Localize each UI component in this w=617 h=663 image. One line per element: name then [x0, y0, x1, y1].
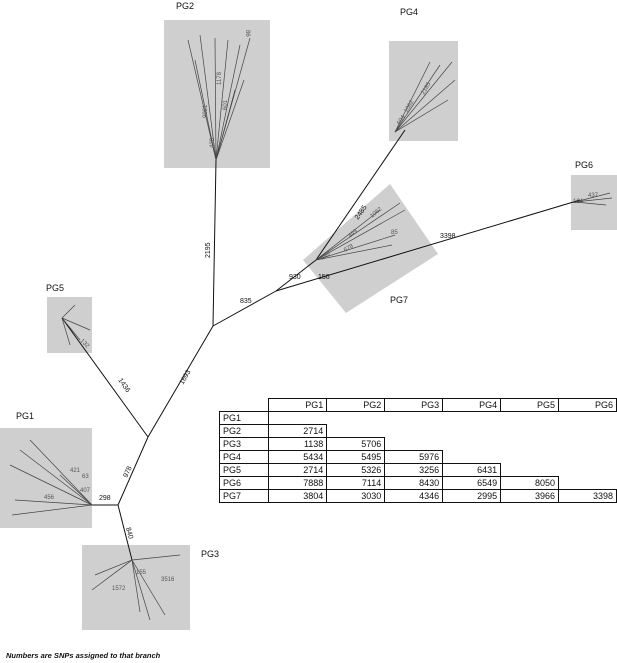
col-header-pg5: PG5: [500, 398, 560, 412]
row-label-pg2: PG2: [218, 424, 270, 438]
row-label-pg6: PG6: [218, 476, 270, 490]
footnote: Numbers are SNPs assigned to that branch: [6, 651, 161, 660]
branch-label-pg6-stem: 3398: [440, 233, 456, 240]
table-cell: 3804: [268, 489, 328, 503]
pg1-inner-4: 63: [82, 474, 89, 480]
row-label-pg4: PG4: [218, 450, 270, 464]
table-row: PG7 3804 3030 4346 2995 3966 3398: [218, 489, 617, 503]
pg1-leaves: [9, 439, 93, 516]
row-label-pg7: PG7: [218, 489, 270, 503]
pg2-inner-5: 86: [244, 30, 250, 37]
table-cell: 5434: [268, 450, 328, 464]
row-label-pg3: PG3: [218, 437, 270, 451]
table-row: PG4 5434 5495 5976: [218, 450, 617, 464]
pg6-inner-1: 124: [573, 199, 584, 205]
table-cell: 4346: [384, 489, 444, 503]
table-row: PG1: [218, 411, 617, 425]
snp-distance-table: PG1 PG2 PG3 PG4 PG5 PG6 PG1 PG2 2714 PG3…: [218, 398, 617, 503]
table-cell: 7114: [326, 476, 386, 490]
table-cell: 5326: [326, 463, 386, 477]
pg1-inner-2: 407: [80, 488, 91, 494]
table-cell: 3966: [500, 489, 560, 503]
pg7-leaves: [315, 202, 406, 261]
table-cell: 3398: [558, 489, 617, 503]
table-cell: 6549: [442, 476, 502, 490]
pg3-inner-1: 3516: [161, 577, 175, 583]
pg7-label: PG7: [390, 295, 408, 305]
table-corner: [220, 399, 269, 412]
branch-label-center-right: 835: [240, 298, 252, 305]
tree-backbone: [61, 129, 581, 561]
table-row: PG6 7888 7114 8430 6549 8050: [218, 476, 617, 490]
table-cell: 2995: [442, 489, 502, 503]
pg3-inner-2: 155: [136, 570, 147, 576]
table-cell: 5495: [326, 450, 386, 464]
pg1-inner-1: 456: [44, 495, 55, 501]
table-cell: 7888: [268, 476, 328, 490]
pg2-inner-3: 601: [223, 99, 229, 110]
table-cell: 2714: [268, 463, 328, 477]
pg5-inner-1: 132: [79, 338, 91, 350]
branch-label-pg2-stem: 2195: [205, 242, 212, 258]
pg2-inner-1: 1178: [217, 71, 223, 85]
branch-label-pg7-stem: 156: [318, 274, 330, 281]
row-label-pg1: PG1: [218, 411, 270, 425]
table-cell: 5706: [326, 437, 386, 451]
table-cell: 8430: [384, 476, 444, 490]
table-cell: 1138: [268, 437, 328, 451]
col-header-pg3: PG3: [384, 398, 444, 412]
pg1-box: [0, 428, 92, 528]
pg1-label: PG1: [16, 411, 34, 421]
row-label-pg5: PG5: [218, 463, 270, 477]
table-cell: 8050: [500, 476, 560, 490]
branch-label-center-left: 1693: [179, 369, 193, 386]
pg3-leaves: [91, 554, 181, 621]
table-row: PG5 2714 5326 3256 6431: [218, 463, 617, 477]
pg4-label: PG4: [400, 7, 418, 17]
pg7-inner-2: 678: [343, 243, 355, 254]
pg3-label: PG3: [201, 549, 219, 559]
branch-label-lower-stem: 978: [122, 465, 133, 479]
pg1-inner-3: 421: [70, 468, 81, 474]
pg2-inner-4: 428: [210, 137, 216, 148]
pg7-box: [303, 184, 438, 313]
pg5-label: PG5: [46, 283, 64, 293]
pg4-inner-1: 604: [397, 114, 408, 126]
table-cell: 2714: [268, 424, 328, 438]
phylogenetic-tree: PG2 PG4 PG6 PG7 PG5 PG1 PG3 2195 2485 33…: [0, 1, 617, 630]
table-row: PG3 1138 5706: [218, 437, 617, 451]
table-header-row: PG1 PG2 PG3 PG4 PG5 PG6: [220, 398, 617, 412]
branch-label-pg7-inner: 930: [289, 274, 301, 281]
branch-label-pg3-stem: 840: [124, 527, 134, 540]
pg7-inner-3: 449: [347, 228, 359, 239]
pg5-leaves: [61, 304, 91, 346]
col-header-pg4: PG4: [442, 398, 502, 412]
table-cell: 3256: [384, 463, 444, 477]
col-header-pg1: PG1: [268, 398, 328, 412]
pg2-leaves: [187, 34, 251, 161]
pg7-inner-1: 540: [320, 251, 332, 262]
pg3-inner-3: 1572: [112, 586, 126, 592]
branch-label-pg1-stem: 298: [99, 495, 111, 502]
pg6-label: PG6: [575, 160, 593, 170]
pg7-inner-5: 85: [391, 230, 398, 236]
pg2-inner-2: 9021: [203, 104, 209, 118]
col-header-pg6: PG6: [558, 398, 617, 412]
table-row: PG2 2714: [218, 424, 617, 438]
pg2-box: [164, 20, 270, 168]
table-cell: 5976: [384, 450, 444, 464]
pg6-inner-2: 437: [588, 193, 599, 199]
pg6-leaves: [574, 192, 613, 206]
table-cell: 6431: [442, 463, 502, 477]
pg4-leaves: [394, 61, 456, 133]
col-header-pg2: PG2: [326, 398, 386, 412]
pg2-label: PG2: [176, 1, 194, 11]
table-cell: 3030: [326, 489, 386, 503]
branch-label-pg5-stem: 1436: [116, 377, 131, 394]
